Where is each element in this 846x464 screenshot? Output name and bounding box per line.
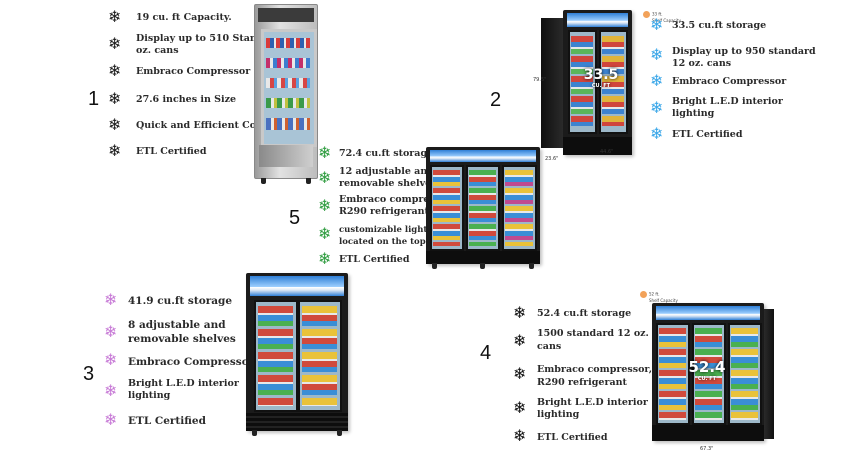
snowflake-icon: ❄ — [104, 410, 118, 429]
snowflake-icon: ❄ — [650, 15, 664, 34]
feature-text: lighting — [672, 108, 715, 119]
feature-text: cans — [537, 341, 562, 352]
feature-text: Bright L.E.D interior — [672, 96, 783, 107]
badge-icon — [640, 291, 647, 298]
snowflake-icon: ❄ — [104, 381, 118, 400]
feature-text: 27.6 inches in Size — [136, 94, 237, 105]
lightbox — [656, 306, 760, 320]
feature-text: 12 oz. cans — [672, 58, 732, 69]
snowflake-icon: ❄ — [318, 249, 332, 268]
feature-text: customizable lightbox — [339, 225, 445, 235]
snowflake-icon: ❄ — [108, 89, 122, 108]
snowflake-icon: ❄ — [513, 398, 527, 417]
feature-text: 33.5 cu.ft storage — [672, 20, 767, 31]
feature-text: removable shelves — [128, 333, 236, 345]
fridge-image-4: 52.4 CU. FT — [652, 303, 774, 441]
feature-text: 52.4 cu.ft storage — [537, 308, 632, 319]
feature-text: ETL Certified — [136, 146, 207, 157]
feature-text: Embraco Compressor — [672, 76, 787, 87]
feature-text: 12 adjustable and — [339, 166, 434, 177]
feature-text: Display up to 510 Standard 12 — [136, 33, 298, 44]
feature-text: Embraco Compressor — [136, 66, 251, 77]
feature-text: oz. cans — [136, 45, 179, 56]
feature-text: Quick and Efficient Cooling — [136, 120, 284, 131]
snowflake-icon: ❄ — [318, 143, 332, 162]
lightbox — [430, 150, 536, 162]
capacity-label: 33.5 — [583, 67, 619, 83]
feature-text: lighting — [537, 409, 580, 420]
snowflake-icon: ❄ — [318, 168, 332, 187]
feature-text: Embraco compressor, — [339, 194, 455, 205]
snowflake-icon: ❄ — [108, 61, 122, 80]
lightbox — [250, 276, 344, 296]
snowflake-icon: ❄ — [104, 322, 118, 341]
feature-text: ETL Certified — [339, 254, 410, 265]
snowflake-icon: ❄ — [650, 45, 664, 64]
glass-door — [261, 29, 317, 147]
feature-text: 8 adjustable and — [128, 319, 226, 331]
shelf-capacity-badge: 33 ft. Shelf Capacity — [643, 11, 681, 23]
feature-text: 19 cu. ft Capacity. — [136, 12, 232, 23]
snowflake-icon: ❄ — [108, 141, 122, 160]
fridge-image-2: 33.5 CU. FT — [541, 10, 632, 155]
control-panel — [258, 8, 314, 22]
feature-text: 72.4 cu.ft storage — [339, 148, 434, 159]
feature-text: located on the top — [339, 237, 426, 247]
dimension-width: 67.3" — [700, 446, 714, 452]
dimension-depth: 23.6" — [545, 156, 559, 162]
snowflake-icon: ❄ — [650, 71, 664, 90]
feature-text: lighting — [128, 390, 171, 401]
snowflake-icon: ❄ — [108, 34, 122, 53]
snowflake-icon: ❄ — [513, 426, 527, 445]
capacity-label: 52.4 — [688, 358, 726, 376]
feature-text: Bright L.E.D interior — [128, 378, 239, 389]
dimension-height: 79.5" — [533, 77, 547, 83]
snowflake-icon: ❄ — [318, 196, 332, 215]
snowflake-icon: ❄ — [650, 124, 664, 143]
product-number: 1 — [88, 88, 100, 110]
shelf-capacity-badge: 52 ft. Shelf Capacity — [640, 291, 678, 303]
feature-text: Bright L.E.D interior — [537, 397, 648, 408]
feature-text: 41.9 cu.ft storage — [128, 295, 233, 307]
snowflake-icon: ❄ — [513, 331, 527, 350]
fridge-side — [541, 18, 563, 148]
grille — [259, 145, 313, 167]
product-number: 2 — [490, 89, 502, 111]
fridge-image-3 — [246, 273, 348, 436]
fridge-image-1 — [254, 4, 318, 184]
snowflake-icon: ❄ — [104, 350, 118, 369]
feature-text: ETL Certified — [537, 432, 608, 443]
feature-text: Embraco Compressor — [128, 356, 255, 368]
snowflake-icon: ❄ — [108, 115, 122, 134]
snowflake-icon: ❄ — [104, 290, 118, 309]
dimension-width: 44.6" — [600, 149, 614, 155]
snowflake-icon: ❄ — [513, 364, 527, 383]
feature-text: Display up to 950 standard — [672, 46, 816, 57]
capacity-unit: CU. FT — [591, 83, 611, 89]
product-number: 3 — [83, 363, 95, 385]
feature-text: ETL Certified — [672, 129, 743, 140]
badge-icon — [643, 11, 650, 18]
snowflake-icon: ❄ — [513, 303, 527, 322]
feature-text: ETL Certified — [128, 415, 206, 427]
fridge-image-5 — [426, 147, 540, 269]
feature-text: Embraco compressor, — [537, 364, 653, 375]
snowflake-icon: ❄ — [650, 98, 664, 117]
feature-text: removable shelves — [339, 178, 437, 189]
product-number: 4 — [480, 342, 492, 364]
lightbox — [567, 13, 628, 27]
snowflake-icon: ❄ — [318, 224, 332, 243]
product-number: 5 — [289, 207, 301, 229]
feature-text: 1500 standard 12 oz. — [537, 328, 649, 339]
feature-text: R290 refrigerant — [537, 377, 627, 388]
feature-text: R290 refrigerant — [339, 206, 429, 217]
fridge-side — [764, 309, 774, 439]
capacity-unit: CU. FT — [697, 376, 717, 382]
snowflake-icon: ❄ — [108, 7, 122, 26]
